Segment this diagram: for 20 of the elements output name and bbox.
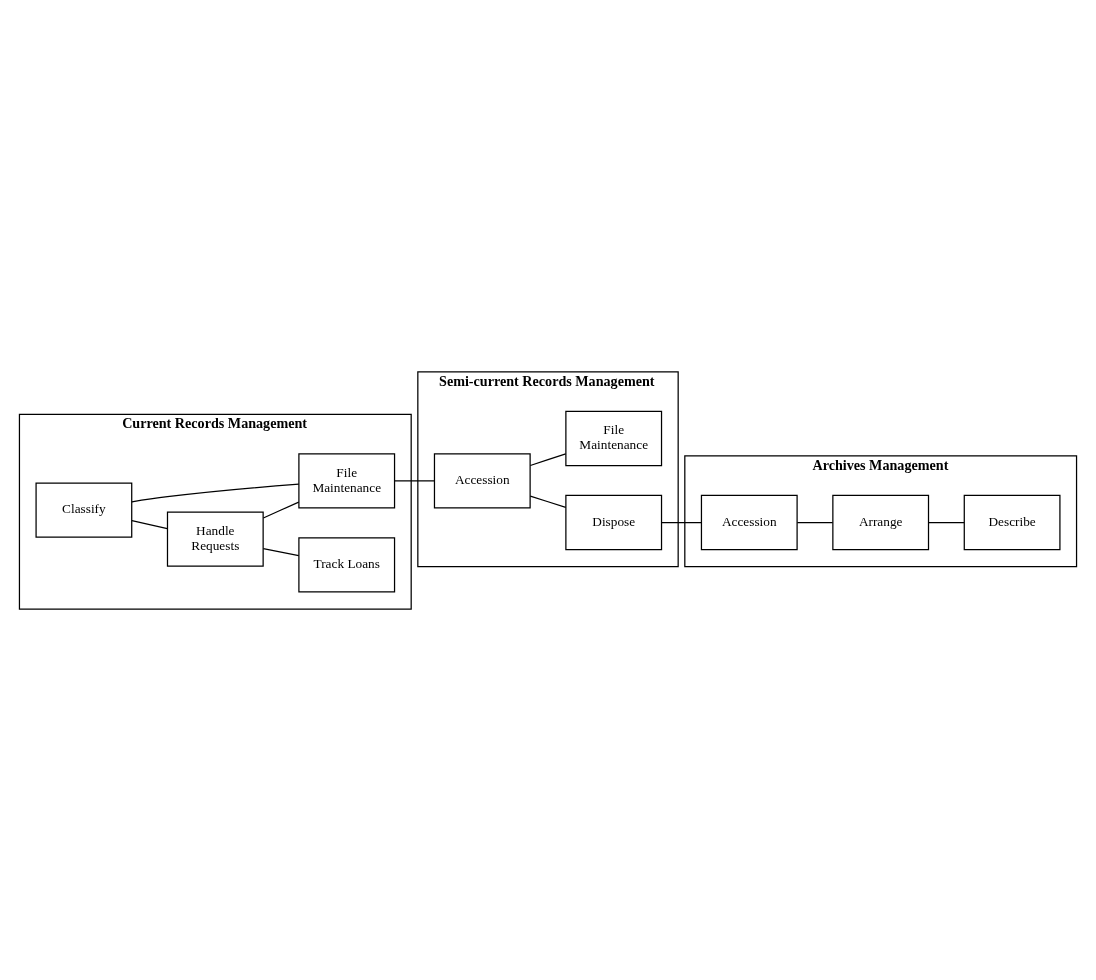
connector bbox=[661, 521, 703, 523]
node-box: Describe bbox=[963, 494, 1061, 550]
connector bbox=[262, 547, 300, 556]
node-box: File Maintenance bbox=[298, 452, 396, 509]
connector bbox=[529, 494, 567, 508]
connector bbox=[529, 452, 567, 466]
node-box: Dispose bbox=[565, 494, 663, 550]
connector bbox=[796, 521, 834, 523]
connector bbox=[131, 519, 168, 529]
connector bbox=[394, 479, 436, 482]
node-box: Track Loans bbox=[298, 536, 396, 593]
connector bbox=[262, 500, 300, 519]
connector bbox=[131, 483, 300, 502]
node-box: Accession bbox=[433, 452, 531, 509]
node-box: Handle Requests bbox=[166, 511, 264, 567]
connector bbox=[928, 521, 965, 523]
node-box: Classify bbox=[35, 481, 133, 538]
node-box: File Maintenance bbox=[565, 410, 663, 466]
node-box: Accession bbox=[700, 494, 798, 550]
node-box: Arrange bbox=[832, 494, 930, 550]
